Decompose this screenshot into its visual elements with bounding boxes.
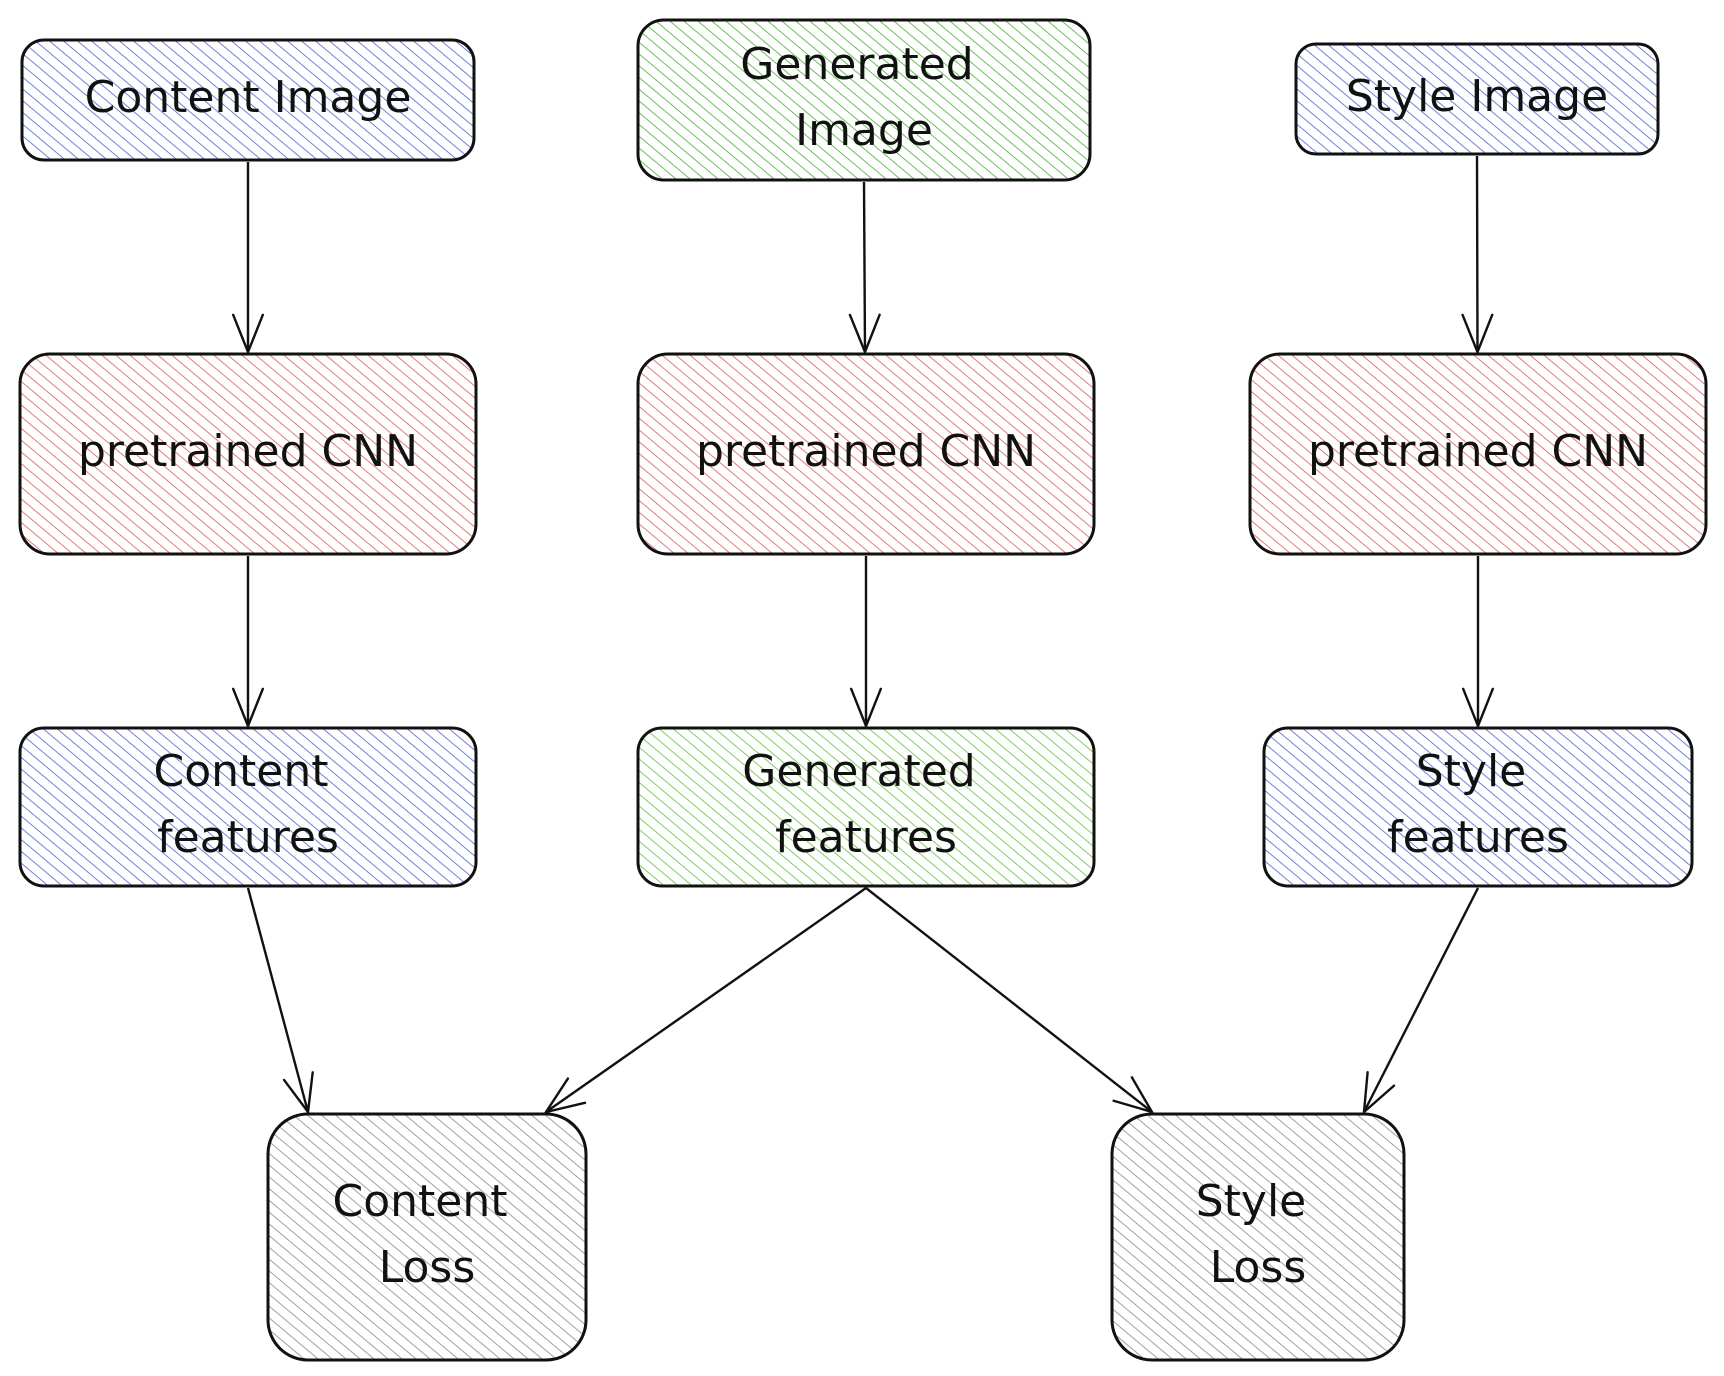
arrow-head bbox=[231, 313, 265, 356]
generated-features-label-line: Generated bbox=[742, 746, 975, 797]
style-loss-box: Style Loss bbox=[1110, 1112, 1406, 1362]
arrow-shaft bbox=[865, 887, 1153, 1113]
generated-image-label: Generated Image bbox=[740, 39, 987, 156]
edges-layer bbox=[231, 155, 1495, 1116]
generated-features-label: Generated features bbox=[742, 746, 989, 863]
arrow-head bbox=[1461, 687, 1495, 730]
style-features-label: Style features bbox=[1387, 746, 1569, 863]
cnn-style-box: pretrained CNN bbox=[1248, 352, 1708, 556]
content-loss-label-line: Loss bbox=[379, 1242, 476, 1293]
cnn-content-rect bbox=[18, 352, 478, 556]
content-image-box: Content Image bbox=[20, 38, 476, 162]
cnn-generated-rect bbox=[636, 352, 1096, 556]
arrow-style-features-to-style-loss bbox=[1362, 887, 1480, 1115]
arrow-shaft bbox=[862, 181, 867, 353]
content-features-label-line: features bbox=[157, 812, 339, 863]
cnn-generated-box: pretrained CNN bbox=[636, 352, 1096, 556]
arrow-head bbox=[849, 687, 883, 730]
style-loss-label-line: Style bbox=[1196, 1176, 1307, 1227]
arrow-head bbox=[1362, 1070, 1396, 1115]
content-loss-label-line: Content bbox=[333, 1176, 508, 1227]
content-loss-box: Content Loss bbox=[266, 1112, 588, 1362]
arrow-head bbox=[848, 313, 881, 356]
generated-image-rect bbox=[636, 18, 1092, 182]
content-image-label-line: Content Image bbox=[85, 72, 412, 123]
arrow-cnn-content-to-content-features bbox=[231, 556, 265, 730]
style-image-box: Style Image bbox=[1294, 42, 1660, 156]
cnn-generated-label: pretrained CNN bbox=[696, 426, 1036, 477]
arrow-head bbox=[282, 1071, 314, 1116]
cnn-content-label-line: pretrained CNN bbox=[78, 426, 418, 477]
arrow-shaft bbox=[545, 887, 867, 1113]
cnn-style-rect bbox=[1248, 352, 1708, 556]
generated-features-box: Generated features bbox=[636, 726, 1096, 888]
style-features-box: Style features bbox=[1262, 726, 1694, 888]
style-image-label: Style Image bbox=[1346, 71, 1608, 122]
cnn-style-label-line: pretrained CNN bbox=[1308, 426, 1648, 477]
cnn-content-box: pretrained CNN bbox=[18, 352, 478, 556]
arrow-head bbox=[231, 687, 265, 730]
content-features-box: Content features bbox=[18, 726, 478, 888]
style-image-label-line: Style Image bbox=[1346, 71, 1608, 122]
generated-features-label-line: features bbox=[775, 812, 957, 863]
arrow-head bbox=[543, 1077, 587, 1114]
content-image-rect bbox=[20, 38, 476, 162]
arrow-style-image-to-cnn-style bbox=[1461, 155, 1494, 356]
arrow-shaft bbox=[1362, 887, 1480, 1113]
arrow-cnn-generated-to-generated-features bbox=[849, 556, 883, 730]
arrow-content-image-to-cnn-content bbox=[231, 162, 265, 356]
style-loss-label: Style Loss bbox=[1196, 1176, 1321, 1293]
style-loss-rect bbox=[1110, 1112, 1406, 1362]
content-loss-rect bbox=[266, 1112, 588, 1362]
style-features-rect bbox=[1262, 726, 1694, 888]
cnn-content-label: pretrained CNN bbox=[78, 426, 418, 477]
generated-image-label-line: Image bbox=[795, 105, 933, 156]
content-features-label: Content features bbox=[154, 746, 343, 863]
generated-image-box: Generated Image bbox=[636, 18, 1092, 182]
content-features-label-line: Content bbox=[154, 746, 329, 797]
arrow-content-features-to-content-loss bbox=[246, 887, 314, 1116]
cnn-style-label: pretrained CNN bbox=[1308, 426, 1648, 477]
content-image-label: Content Image bbox=[85, 72, 412, 123]
style-features-label-line: Style bbox=[1416, 746, 1527, 797]
style-loss-label-line: Loss bbox=[1210, 1242, 1307, 1293]
arrow-head bbox=[1461, 313, 1494, 356]
arrow-generated-image-to-cnn-generated bbox=[848, 181, 881, 356]
arrow-generated-features-to-content-loss bbox=[543, 887, 867, 1114]
arrow-head bbox=[1112, 1076, 1155, 1114]
cnn-generated-label-line: pretrained CNN bbox=[696, 426, 1036, 477]
arrow-shaft bbox=[246, 887, 310, 1113]
generated-features-rect bbox=[636, 726, 1096, 888]
content-loss-label: Content Loss bbox=[333, 1176, 522, 1293]
generated-image-label-line: Generated bbox=[740, 39, 973, 90]
arrow-generated-features-to-style-loss bbox=[865, 887, 1155, 1114]
content-features-rect bbox=[18, 726, 478, 888]
arrow-shaft bbox=[1475, 155, 1479, 353]
arrow-cnn-style-to-style-features bbox=[1461, 556, 1495, 730]
style-image-rect bbox=[1294, 42, 1660, 156]
style-features-label-line: features bbox=[1387, 812, 1569, 863]
